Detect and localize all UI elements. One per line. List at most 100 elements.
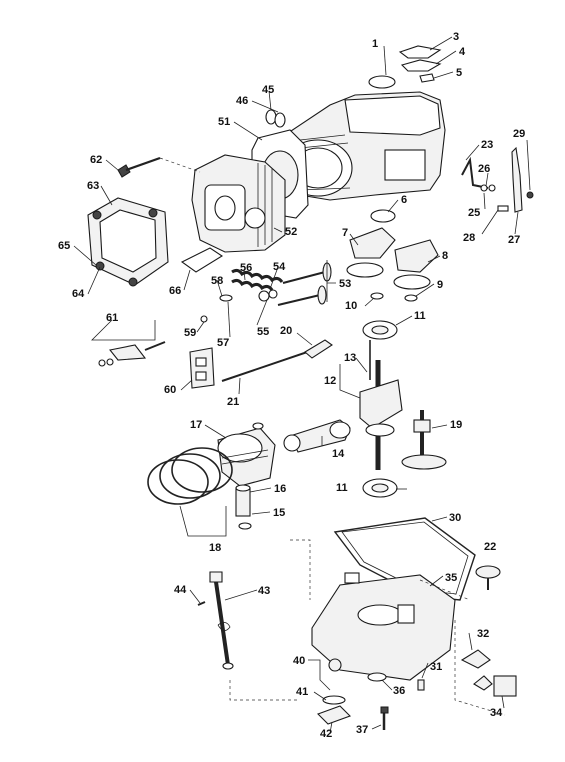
- callout-52: 52: [285, 226, 297, 238]
- callout-6: 6: [401, 194, 407, 206]
- callout-11-top: 11: [414, 310, 426, 322]
- callout-28: 28: [463, 232, 475, 244]
- callout-25: 25: [468, 207, 480, 219]
- callout-51: 51: [218, 116, 230, 128]
- callout-37: 37: [356, 724, 368, 736]
- callout-30: 30: [449, 512, 461, 524]
- callout-35: 35: [445, 572, 457, 584]
- callout-59: 59: [184, 327, 196, 339]
- callout-36: 36: [393, 685, 405, 697]
- callout-23: 23: [481, 139, 493, 151]
- seal-rings: [265, 109, 286, 128]
- callout-15: 15: [273, 507, 285, 519]
- bolt-37-head: [380, 706, 389, 714]
- rocker-assembly: [98, 341, 215, 389]
- callout-labels: 1 3 4 5 6 7 8 9 10 11 11 12 13 14 15 16 …: [58, 31, 525, 740]
- callout-31: 31: [430, 661, 442, 673]
- callout-46: 46: [236, 95, 248, 107]
- callout-63: 63: [87, 180, 99, 192]
- callout-27: 27: [508, 234, 520, 246]
- main-bearing-top-bore: [371, 325, 389, 335]
- callout-10: 10: [345, 300, 357, 312]
- callout-60: 60: [164, 384, 176, 396]
- tab-31: [417, 679, 425, 691]
- guide-line-1: [229, 680, 300, 701]
- callout-40: 40: [293, 655, 305, 667]
- callout-66: 66: [169, 285, 181, 297]
- oil-screen: [493, 675, 517, 697]
- crankcase-cover: [311, 572, 456, 681]
- washer-9: [404, 294, 418, 302]
- valves: [277, 262, 332, 306]
- callout-29: 29: [513, 128, 525, 140]
- callout-18: 18: [209, 542, 221, 554]
- callout-55: 55: [257, 326, 269, 338]
- governor-gear: [475, 565, 501, 590]
- callout-43: 43: [258, 585, 270, 597]
- callout-41: 41: [296, 686, 308, 698]
- callout-20: 20: [280, 325, 292, 337]
- piston-pin: [235, 422, 264, 530]
- washer-36: [367, 672, 387, 682]
- connecting-rod: [283, 419, 351, 453]
- cylinder-head: [191, 154, 286, 253]
- governor-flyweight: [460, 649, 491, 669]
- callout-56: 56: [240, 262, 252, 274]
- callout-26: 26: [478, 163, 490, 175]
- callout-19: 19: [450, 419, 462, 431]
- head-bolt: [117, 156, 201, 178]
- camshaft: [401, 410, 447, 470]
- guide-line-2: [290, 539, 311, 600]
- callout-32: 32: [477, 628, 489, 640]
- callout-3: 3: [453, 31, 459, 43]
- callout-22: 22: [484, 541, 496, 553]
- callout-45: 45: [262, 84, 274, 96]
- callout-58: 58: [211, 275, 223, 287]
- callout-44: 44: [174, 584, 187, 596]
- callout-17: 17: [190, 419, 202, 431]
- top-cover-plates: [398, 45, 442, 83]
- callout-64: 64: [72, 288, 85, 300]
- oil-seal: [370, 209, 396, 223]
- callout-65: 65: [58, 240, 70, 252]
- crankcase-block: [283, 75, 446, 201]
- callout-4: 4: [459, 46, 466, 58]
- sump-gasket: [333, 517, 476, 601]
- callout-9: 9: [437, 279, 443, 291]
- callout-21: 21: [227, 396, 239, 408]
- callout-62: 62: [90, 154, 102, 166]
- valve-cover: [87, 197, 169, 287]
- oil-filler-tube: [197, 571, 234, 670]
- callout-34: 34: [490, 707, 503, 719]
- callout-16: 16: [274, 483, 286, 495]
- callout-14: 14: [332, 448, 345, 460]
- oil-pump: [317, 658, 351, 725]
- callout-11-bottom: 11: [336, 482, 348, 494]
- callout-12: 12: [324, 375, 336, 387]
- leader-lines: [73, 36, 531, 734]
- callout-5: 5: [456, 67, 462, 79]
- intake-gasket: [180, 247, 224, 273]
- guide-line-3: [454, 620, 506, 716]
- callout-61: 61: [106, 312, 118, 324]
- guide-line-4: [419, 579, 471, 601]
- valve-spring-set: [200, 268, 284, 323]
- main-bearing-bottom-bore: [371, 483, 389, 493]
- callout-1: 1: [372, 38, 378, 50]
- crankshaft: [359, 340, 403, 470]
- callout-53: 53: [339, 278, 351, 290]
- balancer-shafts: [346, 227, 439, 290]
- piston-rings: [147, 447, 233, 505]
- callout-7: 7: [342, 227, 348, 239]
- callout-8: 8: [442, 250, 448, 262]
- callout-54: 54: [273, 261, 286, 273]
- governor-linkage: [461, 146, 534, 213]
- callout-13: 13: [344, 352, 356, 364]
- pushrod-and-tappet: [221, 339, 333, 382]
- callout-42: 42: [320, 728, 332, 740]
- washer-10: [370, 292, 384, 300]
- governor-flyweight-2: [473, 675, 493, 691]
- callout-57: 57: [217, 337, 229, 349]
